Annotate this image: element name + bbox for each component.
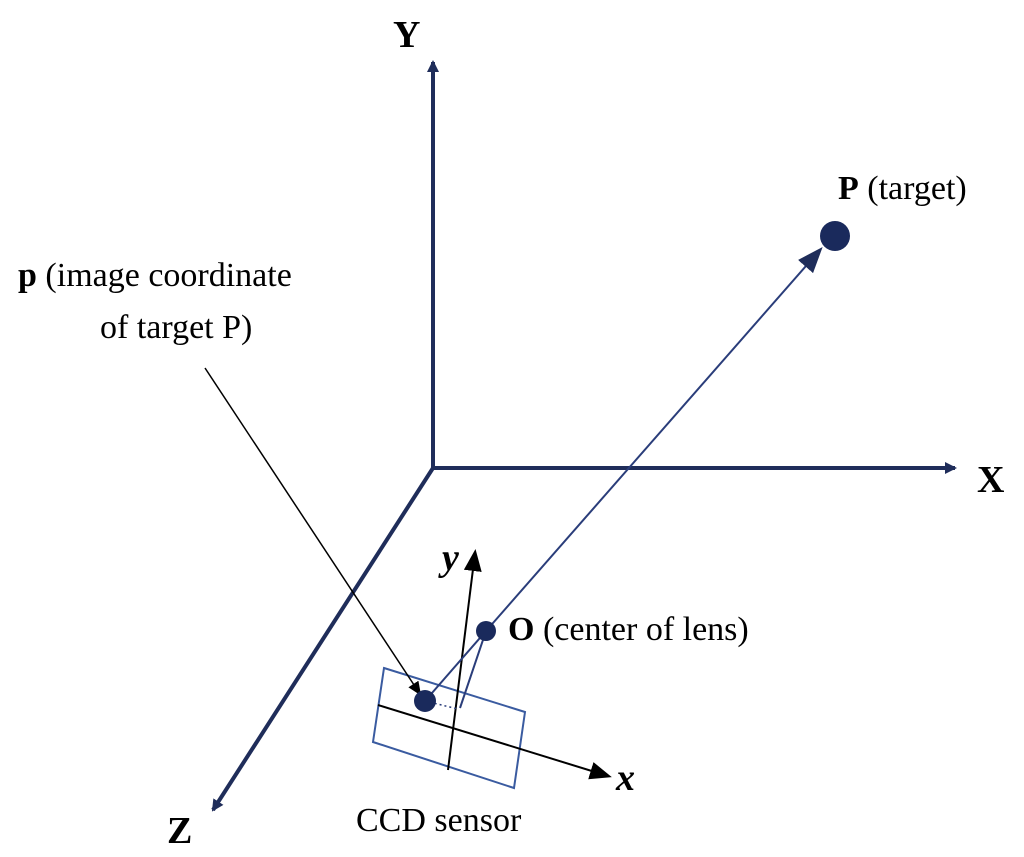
ccd-sensor-outline — [371, 666, 527, 790]
camera-x-label: x — [615, 757, 635, 799]
camera-y-axis — [447, 549, 482, 771]
target-point-P — [820, 221, 850, 251]
image-point-pointer — [204, 367, 422, 696]
target-text: (target) — [859, 170, 967, 207]
camera-x-axis — [377, 704, 612, 780]
world-y-label: Y — [393, 14, 420, 56]
lens-symbol: O — [508, 611, 534, 648]
lens-center-point-O — [476, 621, 496, 641]
world-z-label: Z — [167, 810, 192, 852]
world-x-label: X — [977, 459, 1004, 501]
ccd-sensor-label: CCD sensor — [356, 802, 522, 839]
target-label: P (target) — [838, 170, 967, 207]
projection-ray-image-to-lens — [424, 630, 487, 702]
lens-text: (center of lens) — [534, 611, 748, 648]
image-text-line1: (image coordinate — [37, 257, 292, 294]
lens-to-sensor-line — [459, 630, 487, 709]
image-symbol: p — [18, 257, 37, 294]
target-symbol: P — [838, 170, 859, 207]
image-point-p — [414, 690, 436, 712]
world-z-axis — [211, 466, 435, 812]
image-coordinate-label-line2: of target P) — [100, 309, 252, 346]
lens-center-label: O (center of lens) — [508, 611, 749, 648]
image-coordinate-label-line1: p (image coordinate — [18, 257, 292, 294]
projection-ray-lens-to-target — [485, 246, 823, 632]
camera-y-label: y — [438, 537, 459, 579]
